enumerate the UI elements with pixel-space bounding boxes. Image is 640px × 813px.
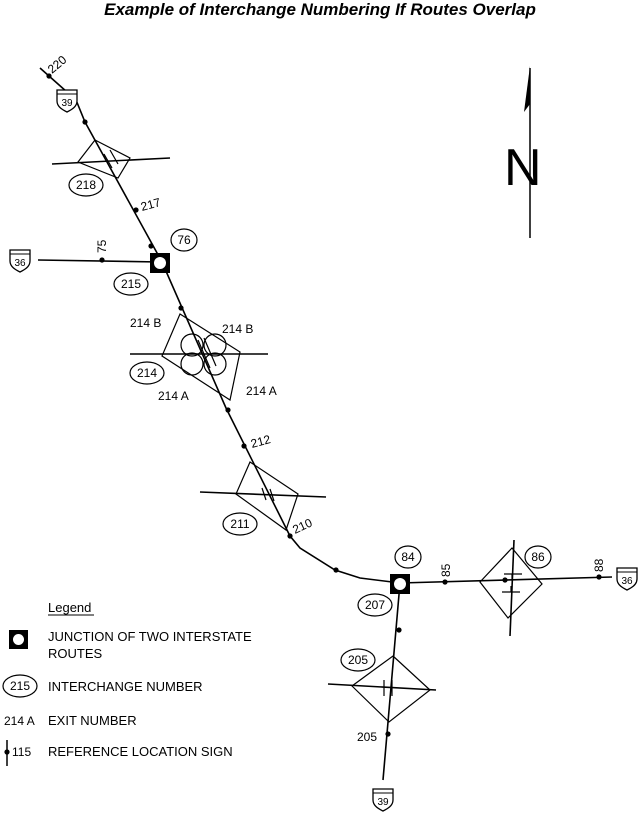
interchange-215: 215 <box>113 272 149 296</box>
interchange-205-ramps <box>351 655 431 723</box>
svg-text:39: 39 <box>61 98 73 109</box>
ref-marker-210: 210 <box>290 515 314 536</box>
svg-text:205: 205 <box>348 653 368 667</box>
ref-marker-85: 85 <box>439 563 453 577</box>
exit-214a-left: 214 A <box>158 389 189 403</box>
interchange-218: 218 <box>68 173 104 197</box>
crossroad-218 <box>51 157 171 165</box>
interchange-205: 205 <box>340 648 376 672</box>
exit-214b-right: 214 B <box>222 322 253 336</box>
legend-heading: Legend <box>48 600 91 615</box>
svg-text:84: 84 <box>401 550 415 564</box>
legend-exit-label: EXIT NUMBER <box>48 713 137 728</box>
interchange-84: 84 <box>394 545 422 569</box>
legend-junction-label-2: ROUTES <box>48 646 103 661</box>
interchange-218-ramps <box>77 139 131 179</box>
junction-marker-76 <box>150 253 170 273</box>
interchange-211: 211 <box>222 512 258 536</box>
legend-ref-label: REFERENCE LOCATION SIGN <box>48 744 233 759</box>
shield-36-east: 36 <box>616 567 638 591</box>
interchange-214: 214 <box>129 361 165 385</box>
svg-text:215: 215 <box>121 277 141 291</box>
ref-marker-212: 212 <box>249 432 272 451</box>
interchange-214-ramps <box>161 313 241 401</box>
route-36-west <box>37 259 161 263</box>
north-arrow: N <box>504 66 542 238</box>
legend-ref-sample: 115 <box>12 745 31 759</box>
svg-text:36: 36 <box>621 576 633 587</box>
svg-text:86: 86 <box>531 550 545 564</box>
crossroad-205 <box>327 683 437 691</box>
legend-interchange-label: INTERCHANGE NUMBER <box>48 679 203 694</box>
svg-text:215: 215 <box>10 679 30 693</box>
exit-214b-left: 214 B <box>130 316 161 330</box>
svg-text:211: 211 <box>230 517 249 531</box>
interchange-86: 86 <box>524 545 552 569</box>
exit-214a-right: 214 A <box>246 384 277 398</box>
ref-marker-205: 205 <box>357 730 377 744</box>
interchange-207: 207 <box>357 593 393 617</box>
svg-text:39: 39 <box>377 797 389 808</box>
svg-text:214: 214 <box>137 366 157 380</box>
svg-text:36: 36 <box>14 258 26 269</box>
svg-text:218: 218 <box>76 178 96 192</box>
legend-interchange-symbol: 215 <box>2 674 38 698</box>
junction-marker-84 <box>390 574 410 594</box>
shield-39-north: 39 <box>56 89 78 113</box>
shield-36-west: 36 <box>9 249 31 273</box>
diagram-title: Example of Interchange Numbering If Rout… <box>104 0 536 19</box>
legend-exit-sample: 214 A <box>4 714 35 728</box>
shield-39-south: 39 <box>372 788 394 812</box>
crossroad-211 <box>199 491 327 498</box>
legend-junction-label-1: JUNCTION OF TWO INTERSTATE <box>48 629 252 644</box>
ref-marker-220: 220 <box>45 52 70 76</box>
svg-text:76: 76 <box>177 233 191 247</box>
interchange-76: 76 <box>170 228 198 252</box>
north-label: N <box>504 139 542 197</box>
legend-ref-symbol <box>4 740 10 766</box>
reference-dots <box>46 73 602 737</box>
ref-marker-75: 75 <box>95 239 109 253</box>
interchange-86-ramps <box>479 547 543 619</box>
ref-marker-217: 217 <box>139 195 162 214</box>
svg-text:207: 207 <box>365 598 385 612</box>
legend: Legend JUNCTION OF TWO INTERSTATE ROUTES… <box>2 600 252 766</box>
legend-junction-symbol <box>9 630 28 649</box>
interchange-211-ramps <box>235 461 299 531</box>
crossroad-86 <box>509 539 515 637</box>
ref-marker-88: 88 <box>592 558 606 572</box>
